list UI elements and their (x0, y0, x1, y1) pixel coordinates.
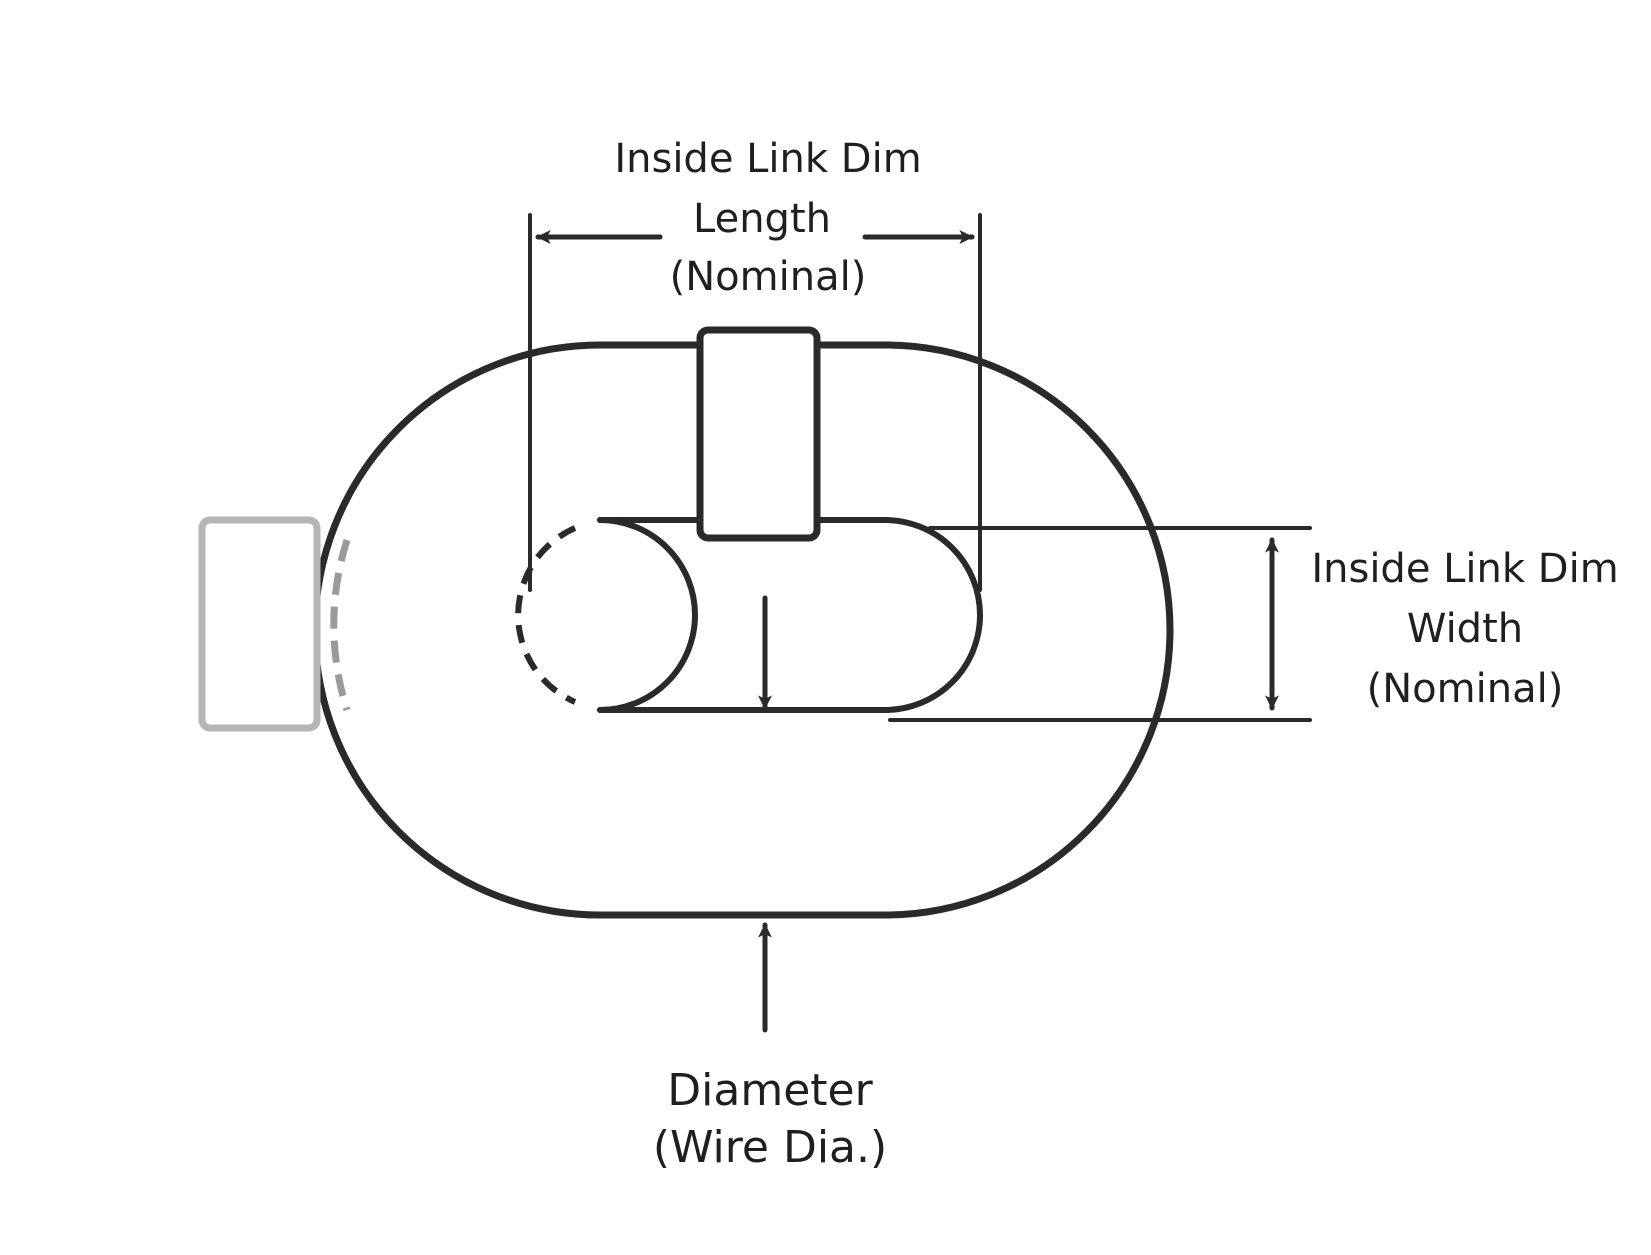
width-label-line1: Inside Link Dim (1311, 546, 1618, 592)
inner-link-left-arc (597, 517, 698, 713)
diameter-label-line2: (Wire Dia.) (653, 1122, 887, 1173)
left-sleeve (198, 516, 321, 732)
inner-link-hidden-arc (515, 525, 577, 705)
width-label-line2: Width (1407, 606, 1523, 652)
outer-link (311, 341, 1174, 919)
top-sleeve (696, 326, 821, 542)
width-label-line3: (Nominal) (1367, 666, 1564, 712)
left-hidden-arc (330, 538, 351, 712)
length-label-line2: Length (693, 196, 831, 242)
length-label-line1: Inside Link Dim (614, 136, 921, 182)
inner-link-right (597, 517, 983, 713)
length-label-line3: (Nominal) (670, 254, 867, 300)
diameter-label-line1: Diameter (667, 1065, 873, 1116)
